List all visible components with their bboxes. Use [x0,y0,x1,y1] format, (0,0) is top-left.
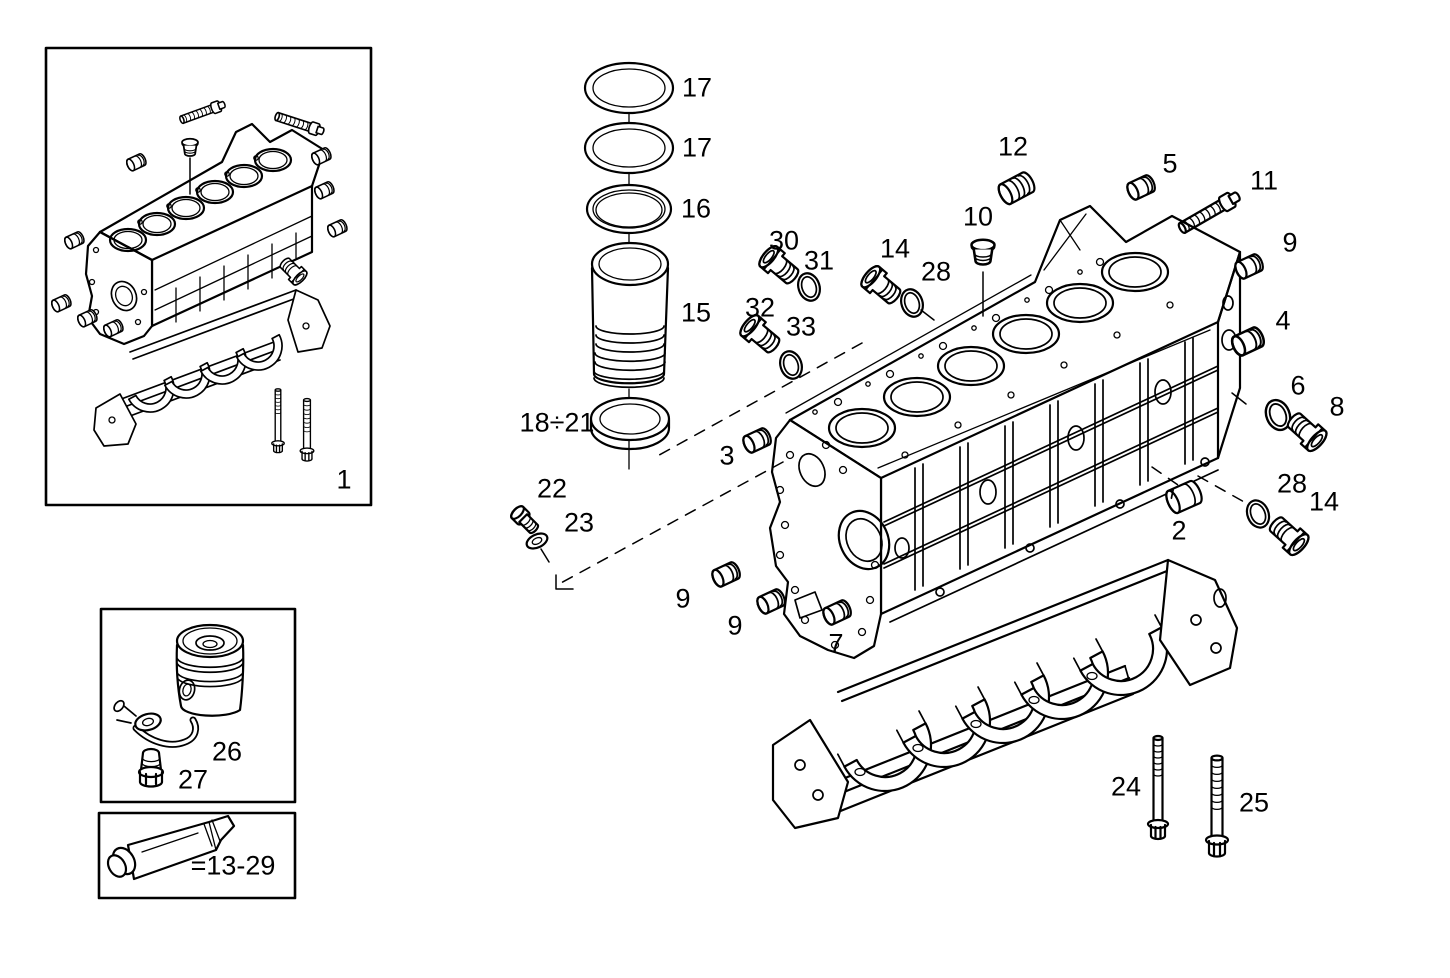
callout-9-b: 9 [675,583,691,614]
assembly-thumbnail-fasteners [49,98,350,462]
bolt-24 [1146,734,1170,841]
stud-11 [1175,187,1244,238]
callout-32: 32 [744,292,776,323]
plug-14-left [857,262,907,310]
callout-9-c: 9 [727,610,743,641]
callout-14-b: 14 [1308,486,1340,517]
callout-30: 30 [768,225,800,256]
block-side-lattice [883,337,1219,597]
callout-22: 22 [536,473,568,504]
washer-23 [525,532,549,550]
callout-3: 3 [719,440,735,471]
callout-12: 12 [997,131,1029,162]
seal-ring-28-left [896,285,928,321]
plug-3 [739,425,775,456]
callout-10: 10 [962,201,994,232]
callout-7: 7 [828,628,844,659]
liner-seal-ring-18-21 [589,396,671,451]
bolt-25 [1204,754,1230,858]
inset-box-piston [99,607,297,804]
cylinder-liner-15 [590,241,670,389]
engine-block-drawing [768,204,1242,660]
callout-16: 16 [680,193,712,224]
callout-1: 1 [336,464,352,495]
plug-9-a [708,559,744,590]
ring-16 [585,183,673,235]
leader-lines [540,271,1247,590]
assembly-thumbnail-block [84,122,326,346]
callout-15: 15 [680,297,712,328]
ring-17-top [583,61,675,115]
cap-plug-10 [970,238,996,266]
oil-jet-26-drawing [113,699,200,748]
callout-8: 8 [1329,391,1345,422]
inset-box-sealant [97,811,297,900]
screw-22 [507,502,543,538]
plug-4 [1228,324,1268,359]
callout-31: 31 [803,245,835,276]
callout-5: 5 [1162,148,1178,179]
ring-17-second [583,121,675,175]
cylinder-bores [827,251,1170,449]
callout-14-a: 14 [879,233,911,264]
callout-9-a: 9 [1282,227,1298,258]
callout-13-29: =13-29 [190,850,276,881]
piston-26-drawing [175,623,245,717]
thread-plug-12 [994,169,1039,208]
bedplate-ends [771,558,1239,830]
callout-2: 2 [1171,515,1187,546]
deck-holes [812,257,1174,459]
callout-23: 23 [563,507,595,538]
callout-18-21: 18÷21 [519,407,595,438]
callout-11: 11 [1249,165,1279,196]
callout-28-b: 28 [1276,468,1308,499]
block-front-face-details [775,440,891,650]
callout-24: 24 [1110,771,1142,802]
callout-4: 4 [1275,305,1291,336]
plug-14-right [1263,511,1313,560]
plug-5 [1123,172,1159,203]
callout-6: 6 [1290,370,1306,401]
seal-ring-28-right [1241,495,1275,533]
bushing-2 [1162,478,1206,516]
callout-33: 33 [785,311,817,342]
callout-25: 25 [1238,787,1270,818]
bedplate-drawing [771,558,1239,830]
callout-28-a: 28 [920,256,952,287]
plug-9-b [753,586,789,617]
valve-27-drawing [137,747,165,788]
callout-27: 27 [177,764,209,795]
inset-box-1 [44,46,373,507]
callout-17-b: 17 [681,132,713,163]
bedplate-rail-holes [854,671,1098,777]
assembly-thumbnail-bedplate [93,289,331,447]
bearing-saddles [836,614,1169,793]
sealant-tube-13-29-drawing [106,814,236,881]
callout-26: 26 [211,736,243,767]
callout-17-a: 17 [681,72,713,103]
